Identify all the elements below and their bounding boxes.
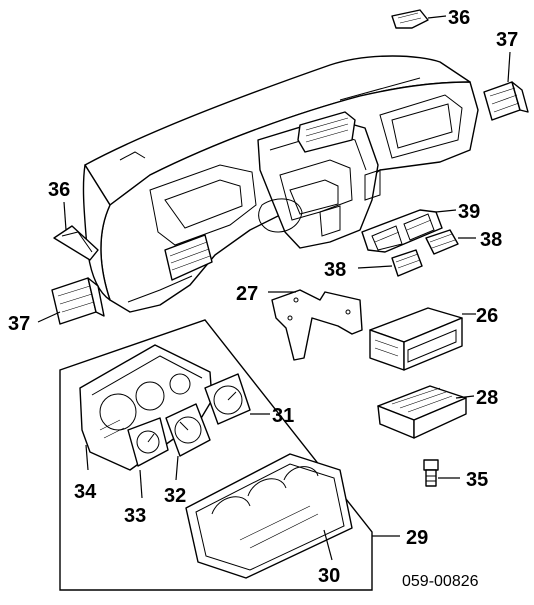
part-31-speedo-dial	[204, 373, 270, 425]
part-35-sensor	[423, 459, 460, 487]
callout-32: 32	[164, 485, 186, 507]
callout-38-left: 38	[324, 259, 346, 281]
part-36-defroster-grille-top	[391, 9, 447, 29]
part-30-meter-lens	[185, 453, 353, 579]
part-33-gauge-dial	[127, 417, 169, 499]
callout-30: 30	[318, 565, 340, 587]
part-36-corner-piece-left	[53, 201, 99, 261]
part-38-vent-lower	[357, 249, 423, 277]
meter-group-frame	[59, 319, 400, 591]
callout-36-left: 36	[48, 179, 70, 201]
part-26-audio-unit	[369, 307, 476, 371]
callout-34: 34	[74, 481, 97, 503]
callout-29: 29	[406, 527, 428, 549]
instrument-panel	[82, 55, 479, 313]
part-32-tach-dial	[165, 403, 211, 481]
callout-27: 27	[236, 283, 258, 305]
part-38-vent-upper	[425, 229, 476, 255]
callout-28: 28	[476, 387, 498, 409]
callout-37-right: 37	[496, 29, 518, 51]
callout-37-left: 37	[8, 313, 30, 335]
callout-labels: 36 37 36 39 38 38 27 26 37 28 31 34 32 3…	[8, 7, 518, 590]
callout-35: 35	[466, 469, 488, 491]
callout-36-top: 36	[448, 7, 470, 29]
callout-33: 33	[124, 505, 146, 527]
callout-39: 39	[458, 201, 480, 223]
part-28-storage-pocket	[377, 385, 475, 439]
part-37-side-vent-right	[483, 51, 529, 121]
callout-26: 26	[476, 305, 498, 327]
callout-31: 31	[272, 405, 294, 427]
part-39-center-vent	[361, 209, 457, 253]
diagram-code: 059-00826	[402, 573, 479, 590]
part-27-bracket	[268, 289, 363, 361]
part-34-meter-case	[79, 344, 213, 471]
callout-38-right: 38	[480, 229, 502, 251]
part-37-side-vent-left	[37, 277, 105, 325]
